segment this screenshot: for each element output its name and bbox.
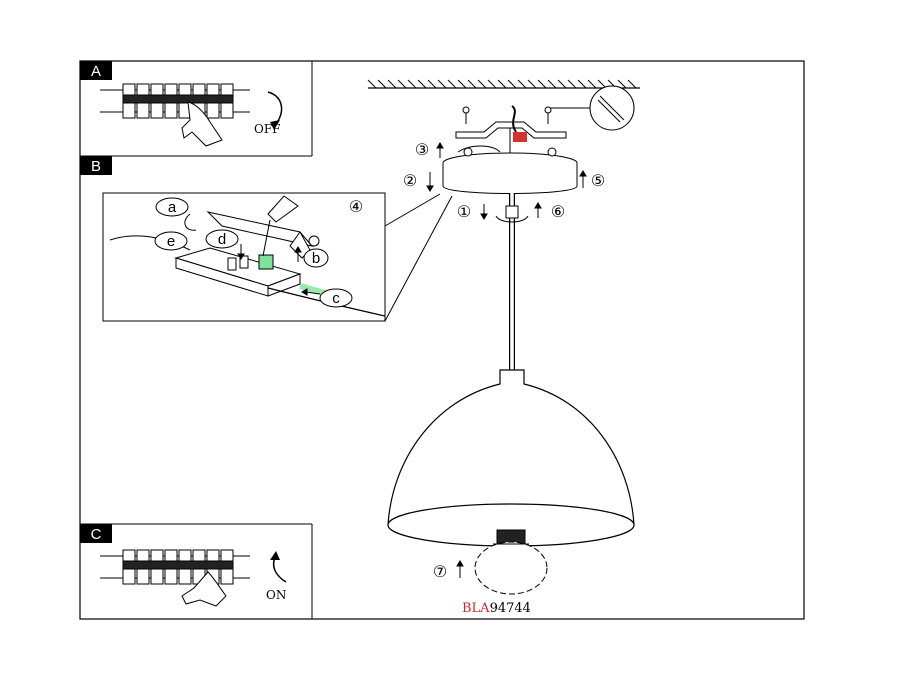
step-6-label: ⑥	[551, 202, 565, 221]
direction-arrows-b	[184, 213, 321, 296]
substep-e: e	[154, 231, 188, 251]
step-4-label: ④	[349, 197, 363, 216]
wall-plug-inset	[548, 85, 635, 131]
connector-red	[513, 132, 527, 142]
step-3-label: ③	[415, 140, 429, 159]
arrow-step-5	[579, 170, 587, 188]
hand-icon-c	[181, 571, 227, 607]
circuit-breaker-row-a	[122, 83, 234, 119]
panel-b-tag: B	[91, 158, 101, 175]
panel-a-tag: A	[91, 63, 101, 80]
panel-c-tag-box	[80, 524, 112, 543]
cord-grip	[505, 205, 519, 219]
panel-c-switch-label: ON	[266, 588, 286, 602]
panel-b: B a	[80, 156, 453, 322]
arrow-step-1	[480, 204, 488, 220]
substep-b: b	[303, 248, 329, 268]
panel-a-switch-label: OFF	[254, 122, 281, 136]
screwdriver-icon	[262, 195, 299, 257]
step-2-label: ②	[403, 171, 417, 190]
light-bulb-icon	[474, 529, 548, 595]
rotate-arrow-step-3	[436, 142, 501, 158]
panel-a: A OFF	[80, 61, 313, 157]
substep-e-label: e	[167, 233, 175, 250]
curved-arrow-icon-a	[267, 91, 283, 125]
panel-c-tag: C	[91, 526, 102, 543]
supply-wires	[511, 105, 517, 133]
model-code: BLA94744	[462, 601, 531, 616]
step-7-label: ⑦	[433, 562, 447, 581]
arrow-step-7	[456, 560, 464, 578]
arrow-step-6	[534, 202, 542, 218]
step-5-label: ⑤	[591, 171, 605, 190]
model-number: 94744	[490, 601, 531, 616]
panel-c: C ON	[80, 523, 313, 619]
substep-c: c	[319, 288, 353, 308]
substep-d: d	[205, 229, 239, 249]
panel-a-tag-box	[80, 61, 112, 80]
circuit-breaker-row-c	[122, 549, 234, 585]
screw-icons	[462, 106, 552, 124]
ceiling	[367, 79, 640, 89]
arrow-step-2	[426, 172, 434, 192]
step-1-label: ①	[457, 202, 471, 221]
outer-frame	[79, 60, 805, 620]
detail-frame	[102, 192, 386, 322]
hand-icon-a	[181, 101, 223, 147]
panel-b-tag-box	[80, 156, 112, 175]
terminal-block	[174, 247, 302, 297]
substep-b-label: b	[312, 250, 320, 267]
substep-a: a	[155, 197, 189, 217]
model-prefix: BLA	[462, 601, 490, 616]
substep-c-label: c	[332, 290, 340, 307]
substep-d-label: d	[218, 231, 226, 248]
rotate-arrow-grip	[495, 215, 529, 223]
substep-a-label: a	[168, 199, 177, 216]
canopy	[442, 147, 578, 194]
lamp-shade	[387, 369, 635, 547]
